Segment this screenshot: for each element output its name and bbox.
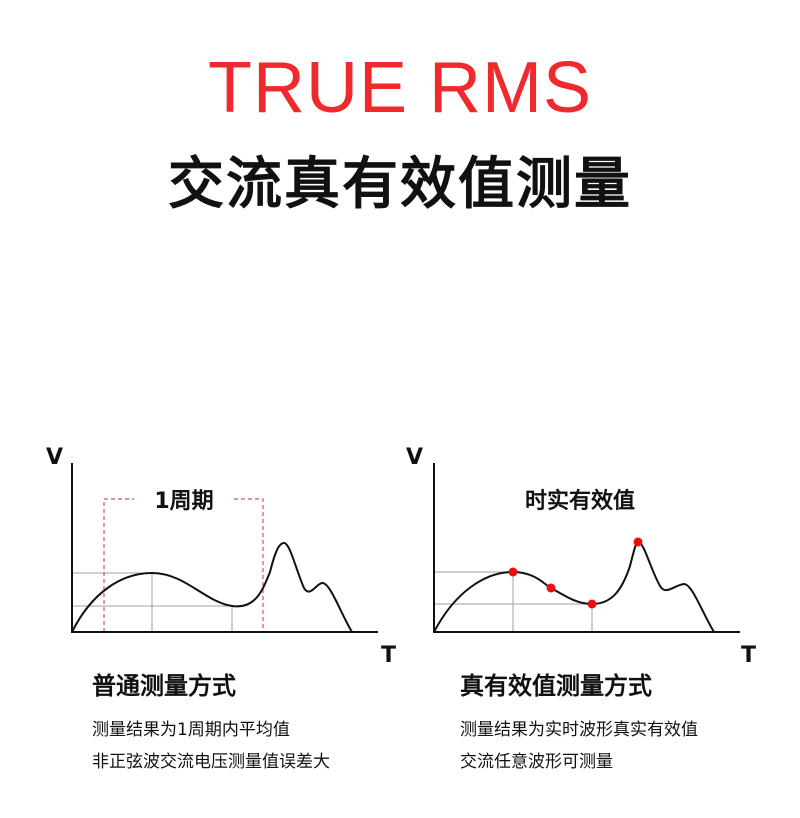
left-period-label: 1周期: [154, 489, 213, 514]
left-y-axis-label: V: [46, 445, 63, 470]
left-x-axis-label: T: [381, 643, 396, 668]
left-caption-line-2: 非正弦波交流电压测量值误差大: [92, 752, 330, 772]
left-caption-heading: 普通测量方式: [92, 672, 236, 700]
right-sample-point-3: [587, 599, 597, 609]
right-sample-point-4: [633, 537, 643, 547]
title-ac-true-rms-measurement: 交流真有效值测量: [168, 152, 632, 217]
right-caption-line-2: 交流任意波形可测量: [460, 752, 613, 772]
right-caption: 真有效值测量方式 测量结果为实时波形真实有效值 交流任意波形可测量: [460, 670, 698, 778]
title-true-rms: TRUE RMS: [208, 48, 592, 128]
right-x-axis-label: T: [741, 643, 756, 668]
left-caption: 普通测量方式 测量结果为1周期内平均值 非正弦波交流电压测量值误差大: [92, 670, 330, 778]
right-caption-line-1: 测量结果为实时波形真实有效值: [460, 720, 698, 740]
right-caption-heading: 真有效值测量方式: [460, 672, 652, 700]
right-y-axis-label: V: [406, 445, 423, 470]
left-waveform-panel: V T 1周期: [46, 445, 396, 668]
right-sample-point-1: [508, 567, 518, 577]
left-waveform: [71, 541, 353, 633]
right-waveform-panel: V T 时实有效值: [406, 445, 756, 668]
left-caption-line-1: 测量结果为1周期内平均值: [92, 720, 290, 740]
left-period-bracket: [103, 498, 264, 632]
right-waveform: [433, 540, 715, 633]
right-center-label: 时实有效值: [525, 488, 635, 514]
right-sample-point-2: [546, 583, 556, 593]
